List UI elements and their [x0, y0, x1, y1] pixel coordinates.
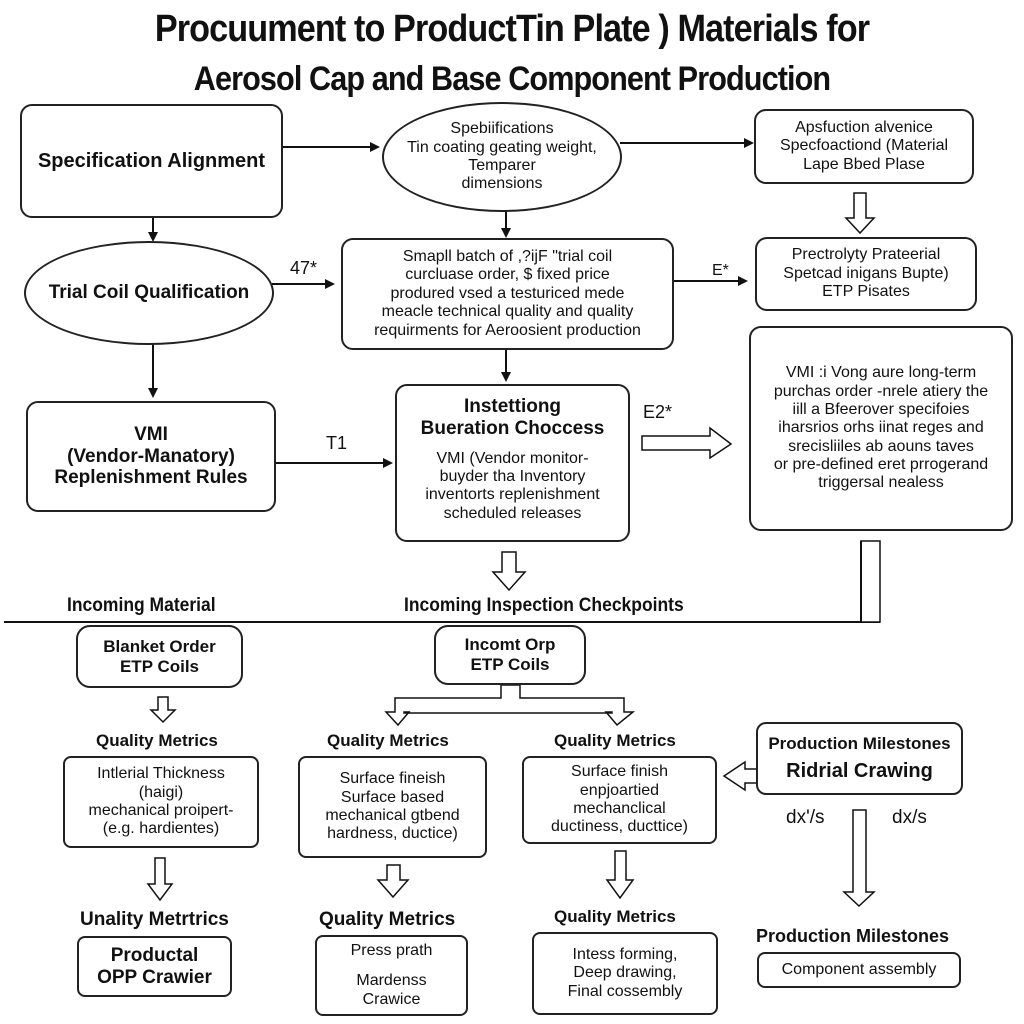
node-intess-forming[interactable]: Intess forming, Deep drawing, Final coss…: [532, 932, 718, 1015]
vertical-connector-right: [860, 540, 881, 623]
section-heading-incoming-inspection: Incoming Inspection Checkpoints: [404, 595, 684, 616]
hollow-arrow-qm3-down: [605, 850, 635, 900]
hollow-arrow-blanket-down: [149, 696, 177, 724]
heading-quality-metrics-6: Quality Metrics: [554, 907, 676, 926]
heading-quality-metrics-1: Quality Metrics: [96, 731, 218, 750]
hollow-arrow-qm2-down: [376, 864, 410, 899]
hollow-arrow-milestones-down: [842, 809, 876, 908]
hollow-arrow-milestones-left: [722, 760, 758, 792]
heading-quality-metrics-3: Quality Metrics: [554, 731, 676, 750]
hollow-arrow-instetting-down: [491, 551, 527, 592]
node-productal-opp[interactable]: Productal OPP Crawier: [77, 936, 232, 997]
hollow-arrow-e2-right: [641, 426, 733, 460]
edge-label-e: E*: [712, 262, 729, 279]
node-press-prath[interactable]: Press prath Mardenss Crawice: [315, 935, 468, 1016]
heading-quality-metrics-5: Quality Metrics: [319, 909, 456, 930]
hollow-arrow-application-down: [844, 192, 876, 235]
node-quality-metrics-surface-1[interactable]: Surface fineish Surface based mechanical…: [298, 756, 487, 858]
edge-label-e2: E2*: [643, 402, 673, 422]
node-specifications[interactable]: Spebiifications Tin coating geating weig…: [382, 102, 622, 212]
hollow-split-arrow-incomt: [384, 684, 636, 727]
node-vmi-long-term-order[interactable]: VMI :i Vong aure long-term purchas order…: [749, 326, 1013, 531]
heading-production-milestones: Production Milestones: [756, 926, 950, 946]
node-trial-coil-qualification[interactable]: Trial Coil Qualification: [24, 241, 274, 345]
node-application-specification[interactable]: Apsfuction alvenice Specfoactiond (Mater…: [754, 109, 974, 184]
label-dx-per-s: dx/s: [892, 807, 927, 828]
edge-label-t1: T1: [326, 433, 348, 453]
diagram-title-line2: Aerosol Cap and Base Component Productio…: [193, 60, 831, 98]
node-prectrolyty-material[interactable]: Prectrolyty Prateerial Spetcad inigans B…: [755, 237, 977, 311]
node-specification-alignment[interactable]: Specification Alignment: [20, 104, 283, 218]
label-dx-prime-per-s: dx'/s: [786, 807, 825, 828]
node-component-assembly[interactable]: Component assembly: [757, 952, 961, 988]
node-incomt-orp-etp-coils[interactable]: Incomt Orp ETP Coils: [434, 625, 586, 685]
node-small-batch-trial[interactable]: Smapll batch of ,?ĳF "trial coil curclua…: [341, 238, 674, 350]
node-blanket-order-etp-coils[interactable]: Blanket Order ETP Coils: [76, 625, 243, 688]
heading-quality-metrics-2: Quality Metrics: [327, 731, 449, 750]
node-instetting-bueration-process[interactable]: Instettiong Bueration Choccess VMI (Vend…: [395, 384, 630, 542]
section-heading-incoming-material: Incoming Material: [67, 595, 216, 616]
node-production-milestones-drawing[interactable]: Production Milestones Ridrial Crawing: [756, 722, 963, 795]
node-quality-metrics-thickness[interactable]: Intlerial Thickness (haigi) mechanical p…: [63, 756, 259, 848]
edge-label-47: 47*: [290, 258, 318, 278]
heading-quality-metrics-4: Unality Metrtrics: [80, 909, 229, 930]
hollow-arrow-qm1-down: [146, 857, 174, 902]
node-vmi-replenishment-rules[interactable]: VMI (Vendor-Manatory) Replenishment Rule…: [26, 401, 276, 512]
node-quality-metrics-surface-2[interactable]: Surface finish enpjoartied mechanclical …: [522, 756, 717, 844]
diagram-title-line1: Procuument to ProductTin Plate ) Materia…: [154, 8, 870, 50]
